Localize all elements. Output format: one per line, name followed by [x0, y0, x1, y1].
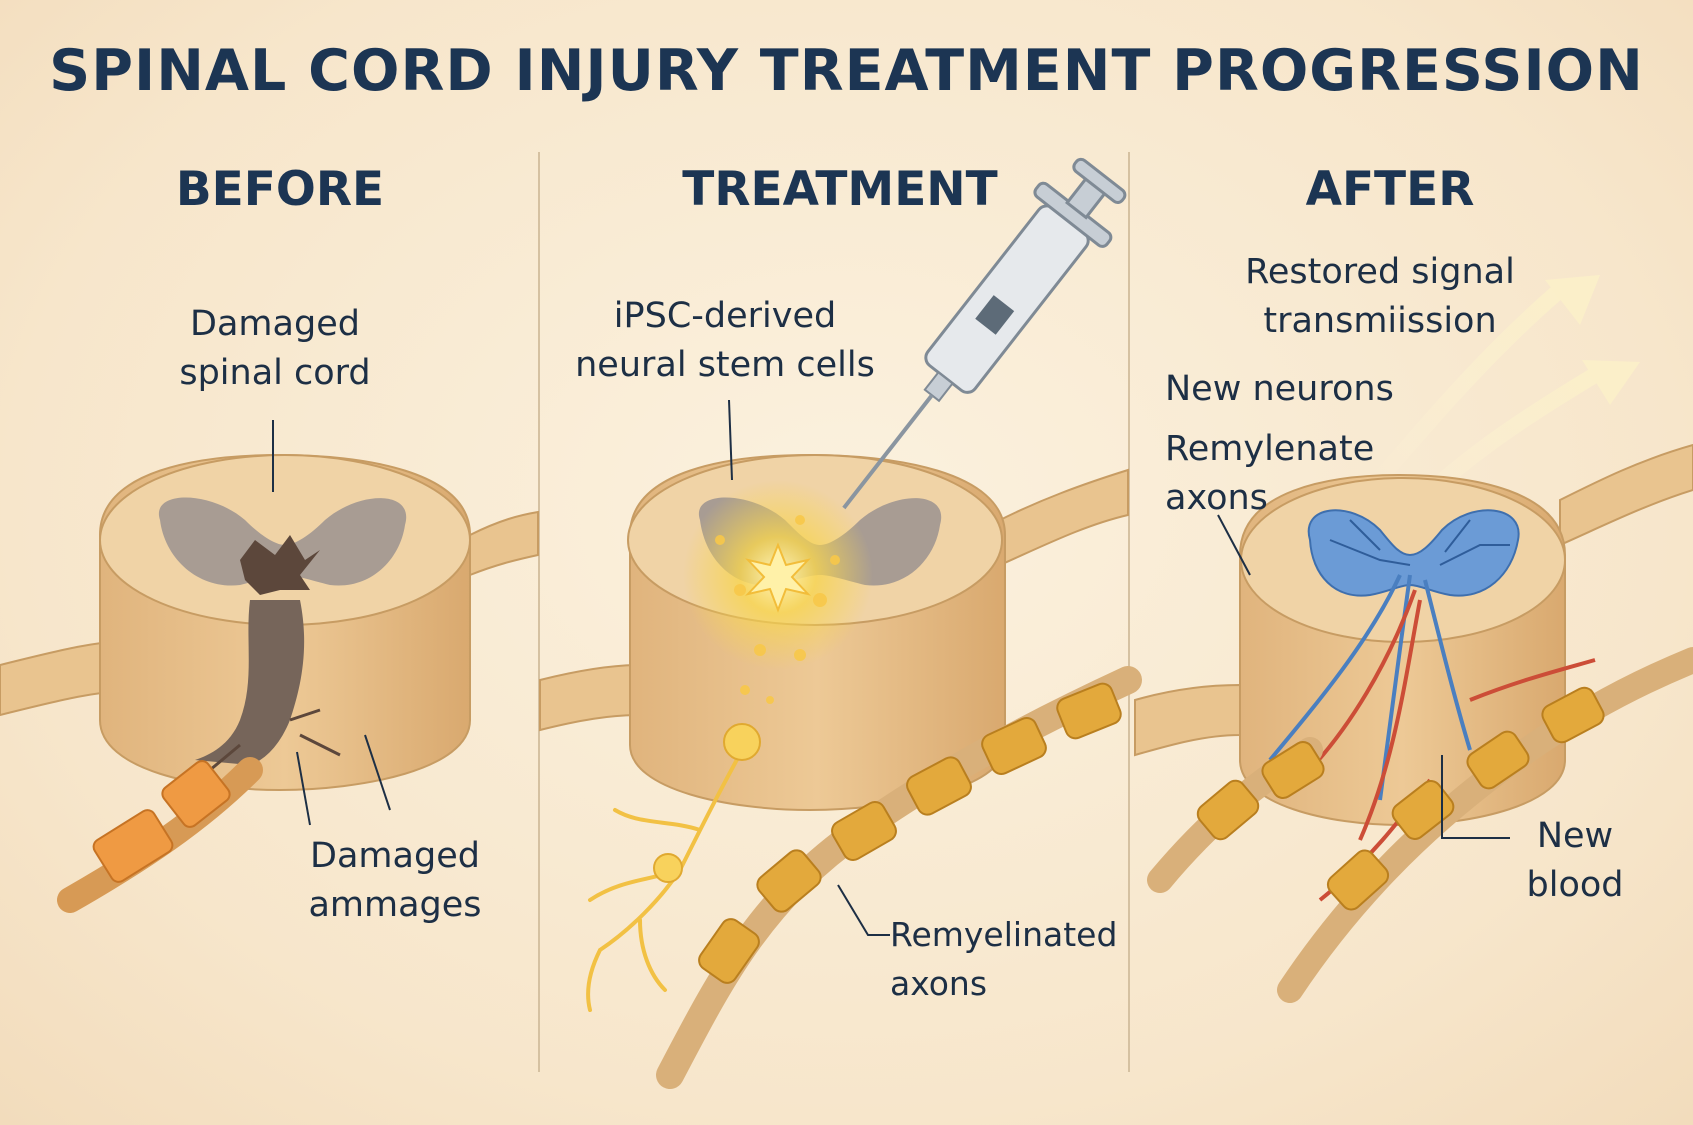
before-panel-art — [0, 420, 539, 913]
after-panel-art — [1134, 275, 1693, 1003]
stem-cell-star — [745, 542, 811, 613]
nerve-root-right — [469, 510, 539, 577]
label-new-blood: New blood — [1526, 816, 1624, 905]
damage-core — [240, 535, 320, 595]
signal-arrow-head-2 — [1582, 360, 1640, 405]
label-remyelinate-axons: Remylenate axons — [1165, 429, 1375, 518]
spinal-cord-top — [99, 454, 471, 626]
signal-arrow-1 — [1362, 282, 1568, 498]
syringe-icon — [842, 157, 1127, 510]
panel-heading-treatment: TREATMENT — [682, 162, 998, 217]
damage-streak — [195, 600, 305, 765]
label-damaged-ammages: Damaged ammages — [308, 836, 482, 925]
label-damaged-spinal-cord: Damaged spinal cord — [179, 304, 371, 393]
panel-divider-1 — [538, 152, 540, 1072]
signal-arrow-head-1 — [1545, 275, 1600, 325]
panel-divider-2 — [1128, 152, 1130, 1072]
label-new-neurons: New neurons — [1165, 369, 1394, 409]
label-remyelinated-axons: Remyelinated axons — [890, 915, 1118, 1003]
treatment-panel-art — [539, 157, 1142, 1089]
page-title: SPINAL CORD INJURY TREATMENT PROGRESSION — [49, 38, 1644, 104]
label-restored-signal: Restored signal transmiission — [1245, 252, 1515, 341]
neuron-body — [723, 723, 761, 761]
grey-matter — [158, 497, 407, 586]
label-ipsc-stem-cells: iPSC-derived neural stem cells — [575, 296, 875, 385]
panel-heading-before: BEFORE — [175, 162, 385, 217]
panel-heading-after: AFTER — [1305, 162, 1475, 217]
